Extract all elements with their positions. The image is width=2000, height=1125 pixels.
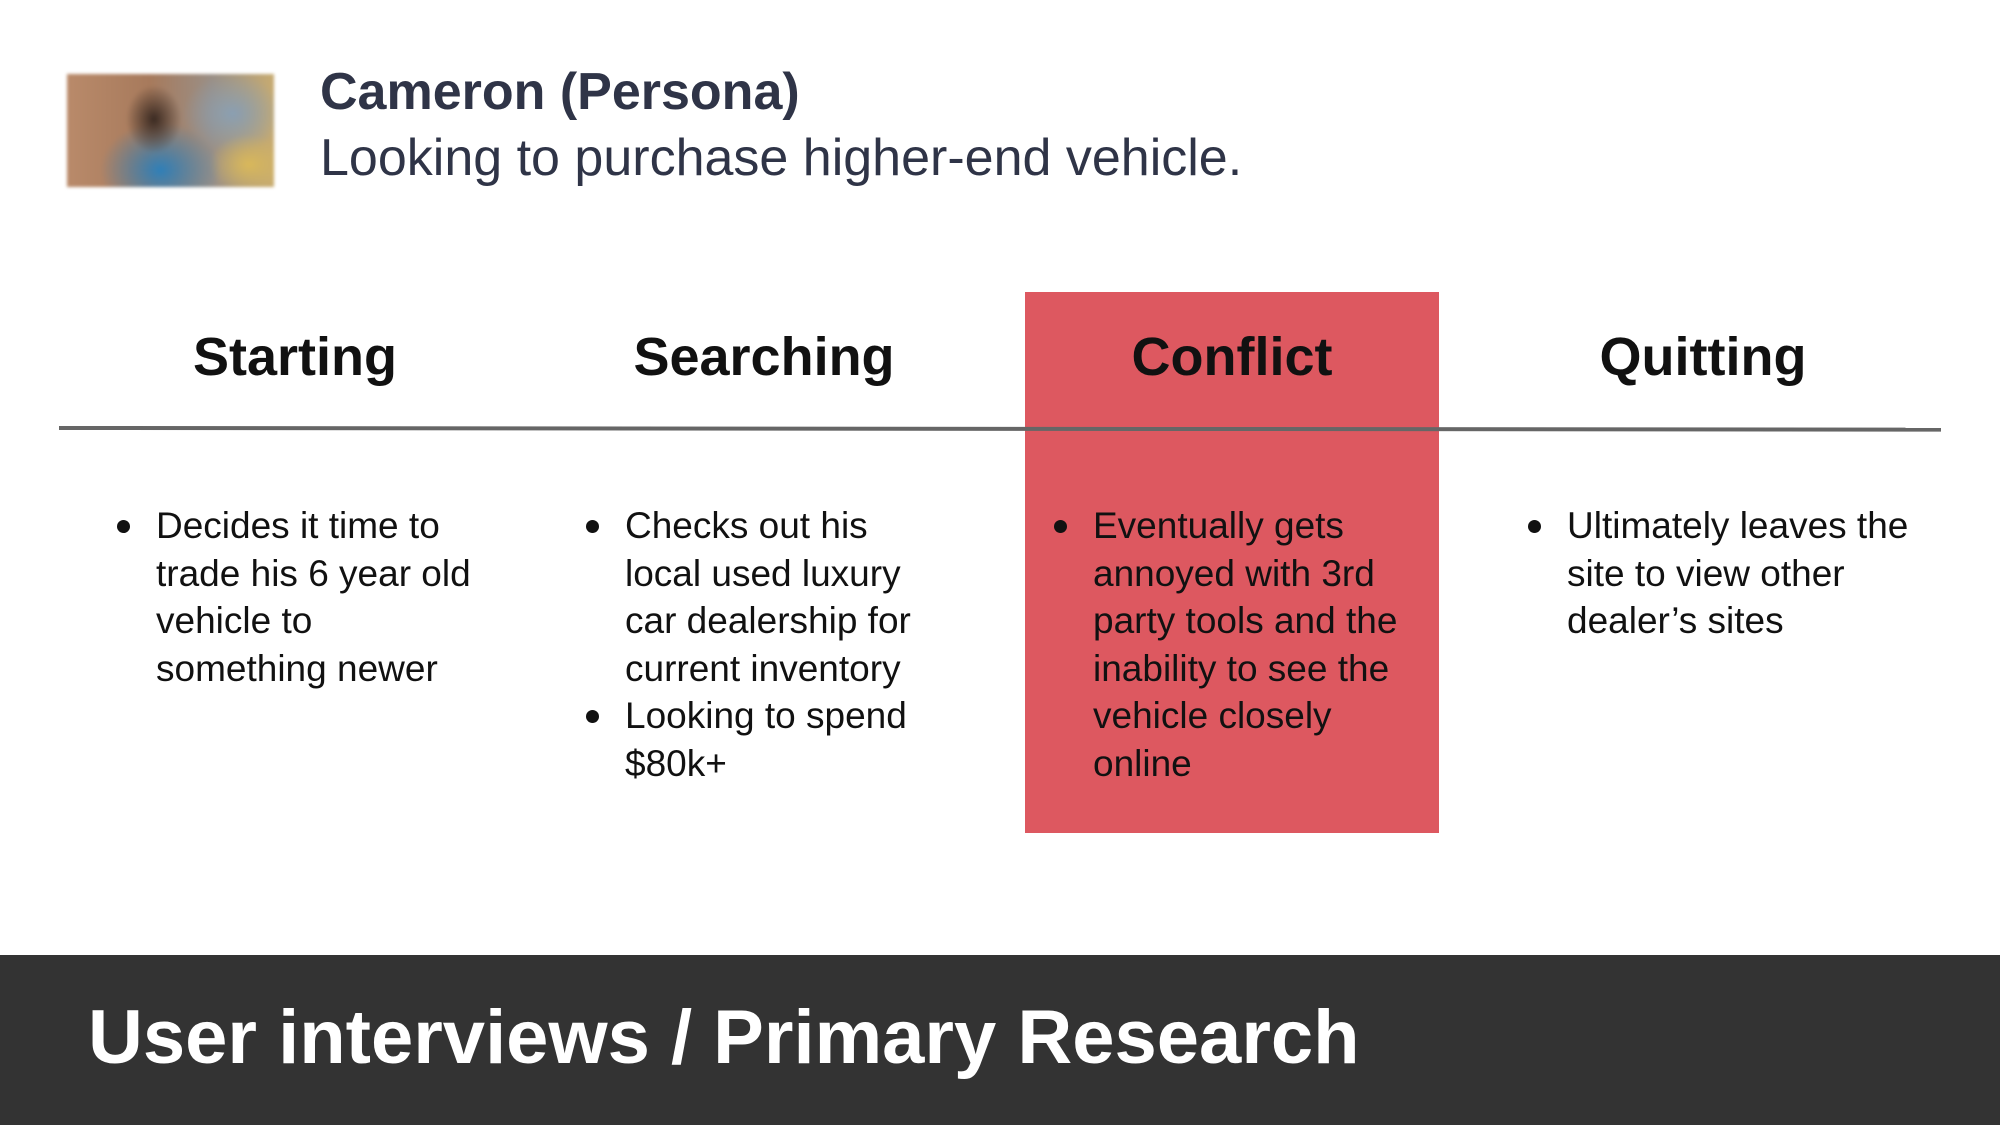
- list-item: Looking to spend $80k+: [586, 692, 946, 787]
- persona-name: Cameron (Persona): [320, 63, 800, 121]
- stage-title-searching: Searching: [633, 327, 895, 387]
- footer-bar: [0, 955, 2000, 1125]
- timeline-divider: [58, 426, 1942, 432]
- stage-title-starting: Starting: [192, 327, 397, 387]
- list-item: Eventually gets annoyed with 3rd party t…: [1054, 502, 1426, 787]
- stage-title-quitting: Quitting: [1599, 327, 1807, 387]
- stage-list-quitting: Ultimately leaves the site to view other…: [1528, 502, 1918, 645]
- persona-photo: [67, 74, 274, 187]
- persona-description: Looking to purchase higher-end vehicle.: [320, 129, 1243, 187]
- stage-list-conflict: Eventually gets annoyed with 3rd party t…: [1054, 502, 1426, 787]
- list-item: Decides it time to trade his 6 year old …: [117, 502, 487, 692]
- footer-title: User interviews / Primary Research: [88, 995, 1360, 1080]
- list-item: Ultimately leaves the site to view other…: [1528, 502, 1918, 645]
- stage-list-searching: Checks out his local used luxury car dea…: [586, 502, 946, 787]
- stage-title-conflict: Conflict: [1131, 327, 1333, 387]
- list-item: Checks out his local used luxury car dea…: [586, 502, 946, 692]
- conflict-highlight: [1025, 292, 1439, 833]
- stage-list-starting: Decides it time to trade his 6 year old …: [117, 502, 487, 692]
